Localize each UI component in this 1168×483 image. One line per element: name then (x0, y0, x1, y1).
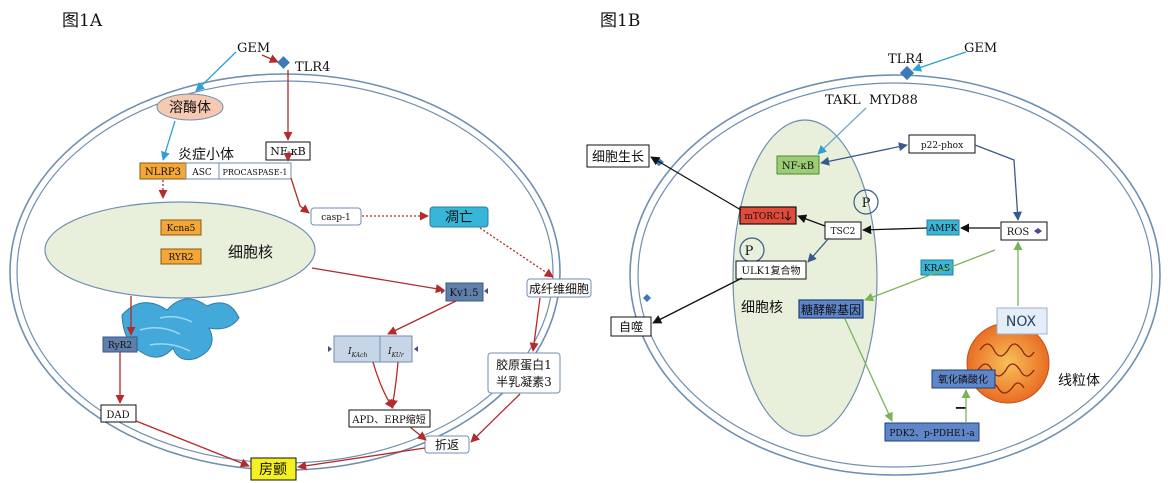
dad-label: DAD (106, 410, 129, 421)
ampk-label: AMPK (928, 224, 958, 234)
panel-a-title: 图1A (62, 11, 103, 31)
panel-b: 图1B 细胞核 GEM TLR4 TAKL MYD88 细胞生长 NF-κB p… (587, 11, 1160, 475)
mito-label: 线粒体 (1058, 373, 1100, 389)
gem-b: GEM (964, 41, 997, 56)
cell-membrane-b-inner (638, 83, 1152, 467)
panel-a: 图1A 细胞核 GEM TLR4 溶酶体 NF-κB 炎症小体 NLRP3 AS… (10, 11, 591, 480)
arrow-apoptosis-fibroblast (480, 228, 553, 277)
nlrp3-label: NLRP3 (145, 167, 181, 178)
kcna5-label: Kcna5 (167, 224, 196, 234)
receptor-autophagy-icon (643, 294, 651, 302)
apoptosis-label: 凋亡 (445, 210, 473, 226)
myd88-label: MYD88 (869, 93, 918, 108)
kv15-channel-left-icon (441, 288, 445, 294)
sarcoplasmic-reticulum (122, 299, 239, 360)
nox-label: NOX (1006, 314, 1037, 330)
arrow-collagen-reentry (471, 394, 520, 442)
nucleus-a-label: 细胞核 (228, 243, 273, 261)
oxphos-label: 氧化磷酸化 (938, 373, 988, 386)
af-label: 房颤 (259, 462, 287, 478)
pdk2-label: PDK2、p-PDHE1-a (889, 429, 975, 439)
ulk1-label: ULK1复合物 (742, 264, 801, 277)
arrow-fibroblast-collagen (533, 298, 540, 351)
arrow-nucleus-kv15 (312, 268, 444, 290)
phospho-label-2: P (745, 244, 754, 259)
tlr4-a: TLR4 (295, 60, 330, 75)
inflammasome-label: 炎症小体 (178, 147, 234, 163)
takl-label: TAKL (825, 93, 861, 108)
p22-label: p22-phox (921, 141, 963, 151)
arrow-lysosome-nlrp3 (163, 121, 175, 160)
mtorc1-label: mTORC1 (744, 212, 785, 222)
collagen-line1: 胶原蛋白1 (496, 357, 552, 372)
procaspase-label: PROCASPASE-1 (222, 168, 287, 177)
ryr2-er-label: RyR2 (108, 341, 132, 351)
casp1-label: casp-1 (321, 213, 351, 223)
arrow-mtorc1-growth (651, 157, 741, 210)
arrow-reentry-af (298, 448, 425, 467)
arrow-kv15-ikur (388, 301, 456, 334)
collagen-line2: 半乳凝素3 (496, 374, 552, 389)
kv15-label: Kv1.5 (449, 288, 478, 299)
gem-a: GEM (237, 41, 270, 56)
arrow-gem-tlr4 (262, 55, 278, 62)
tsc2-label: TSC2 (831, 227, 856, 237)
panel-b-title: 图1B (600, 11, 640, 31)
glyco-genes-label: 糖酵解基因 (801, 302, 861, 317)
cell-growth-label: 细胞生长 (592, 150, 644, 165)
cell-membrane-b-outer (630, 75, 1160, 475)
arrow-kras-glyco (865, 250, 995, 300)
arrow-ulk1-autophagy (653, 278, 742, 323)
mitochondrion (967, 323, 1049, 403)
ros-label: ROS (1007, 227, 1030, 238)
arrow-ikur-apd (392, 362, 398, 408)
reentry-label: 折返 (435, 437, 459, 452)
arrow-p22-ros (975, 145, 1018, 220)
fibroblast-label: 成纤维细胞 (529, 282, 589, 296)
arrow-procaspase-casp1 (291, 178, 309, 213)
phospho-label-1: P (862, 196, 871, 211)
tlr4-receptor-b-icon (900, 66, 914, 80)
asc-label: ASC (191, 168, 212, 178)
lysosome-label: 溶酶体 (169, 100, 211, 116)
arrow-ikach-apd (373, 362, 393, 408)
autophagy-label: 自噬 (619, 319, 643, 334)
nfkb-a-label: NF-κB (270, 145, 305, 158)
kv15-channel-right-icon (484, 288, 488, 294)
ikach-channel-icon (328, 346, 332, 352)
apd-label: APD、ERP缩短 (351, 413, 426, 426)
ikur-channel-icon (414, 346, 418, 352)
ryr2-nuc-label: RYR2 (169, 253, 194, 263)
nucleus-b-label: 细胞核 (741, 300, 783, 316)
nfkb-b-label: NF-κB (782, 161, 814, 172)
tlr4-b: TLR4 (888, 52, 923, 67)
tlr4-receptor-a-icon (277, 56, 290, 69)
